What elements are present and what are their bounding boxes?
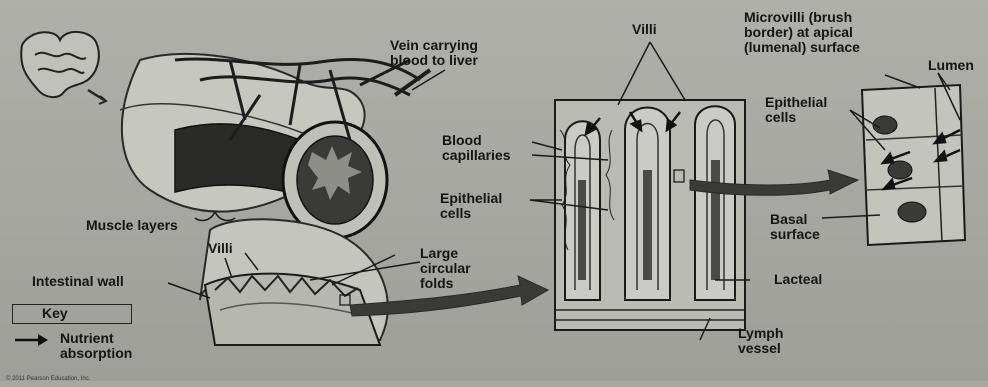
label-vein: Vein carrying blood to liver (390, 38, 478, 68)
key-box (12, 304, 132, 324)
copyright-text: © 2011 Pearson Education, Inc. (6, 372, 90, 387)
label-epithelial-mid: Epithelial cells (440, 191, 502, 221)
label-epithelial-right: Epithelial cells (765, 95, 827, 125)
key-entry-nutrient-absorption: Nutrient absorption (60, 331, 132, 361)
label-muscle-layers: Muscle layers (86, 218, 178, 233)
digestive-tract-thumbnail (21, 32, 106, 104)
label-villi-top: Villi (632, 22, 657, 37)
label-lumen: Lumen (928, 58, 974, 73)
key-arrow-icon (15, 334, 48, 346)
label-basal-surface: Basal surface (770, 212, 820, 242)
epithelial-block (862, 85, 965, 245)
label-blood-capillaries: Blood capillaries (442, 133, 511, 163)
label-intestinal-wall: Intestinal wall (32, 274, 124, 289)
label-microvilli: Microvilli (brush border) at apical (lum… (744, 10, 860, 55)
villi-block (555, 100, 745, 330)
label-lacteal: Lacteal (774, 272, 822, 287)
key-title: Key (42, 305, 68, 321)
intestine-tube (120, 54, 388, 345)
label-large-folds: Large circular folds (420, 246, 471, 291)
label-lymph-vessel: Lymph vessel (738, 326, 783, 356)
label-villi-left: Villi (208, 241, 233, 256)
